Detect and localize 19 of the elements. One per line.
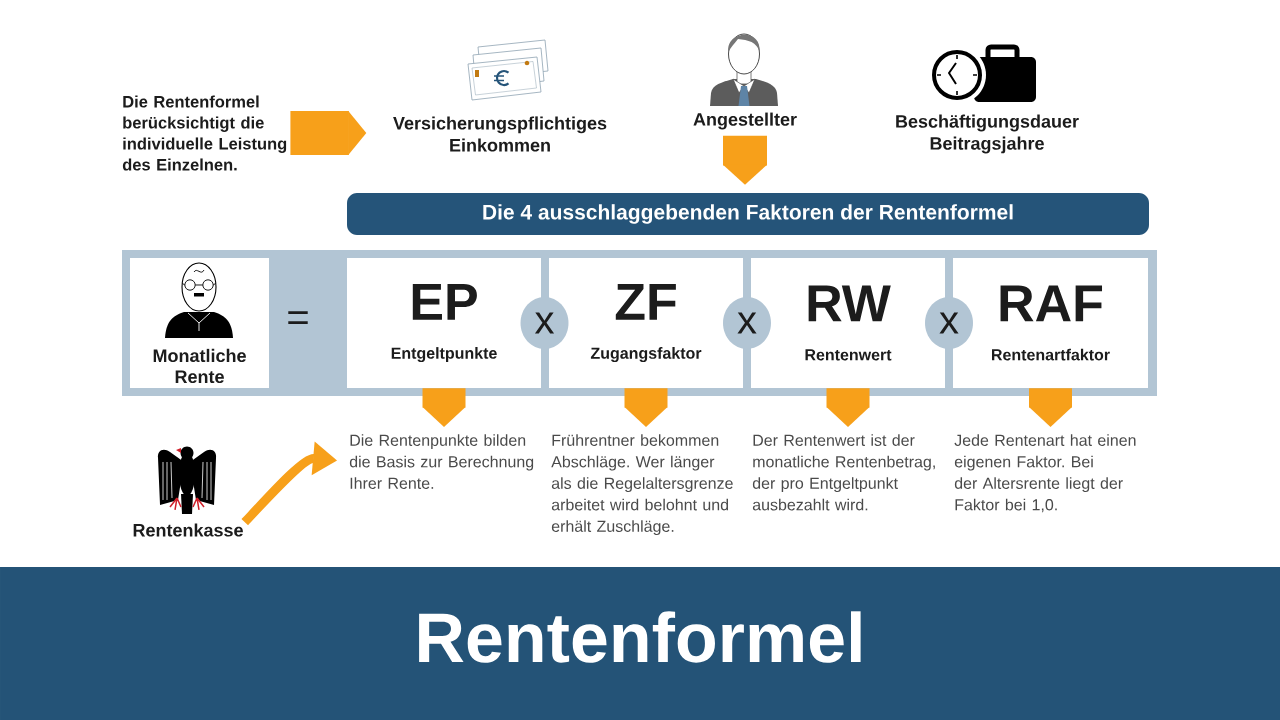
heading-bar: Die 4 ausschlaggebenden Faktoren der Rentenformel — [347, 193, 1149, 235]
icon-caption: Angestellter — [693, 112, 797, 130]
description-text: Jede Rentenart hat einen eigenen Faktor. Bei der Altersrente liegt der Faktor bei 1,0. — [954, 434, 1136, 513]
intro-text: Die Rentenformel berücksichtigt die individuelle Leistung des Einzelnen. — [122, 95, 287, 171]
description-text: Frührentner bekommen Abschläge. Wer länger als die Regelaltersgrenze arbeitet wird belohnt und erhält Zuschläge. — [551, 434, 733, 536]
curved-arrow — [241, 441, 338, 526]
block-arrow — [723, 135, 767, 185]
block-arrow — [1029, 388, 1072, 427]
icon-caption: Rentenkasse — [133, 523, 243, 537]
block-arrow — [826, 388, 870, 427]
description-text: Der Rentenwert ist der monatliche Rentenbetrag, der pro Entgeltpunkt ausbezahlt wird. — [752, 434, 935, 511]
block-arrow — [624, 388, 668, 427]
icon-caption: Versicherungspflichtiges Einkommen — [393, 116, 607, 152]
description-text: Die Rentenpunkte bilden die Basis zur Berechnung Ihrer Rente. — [349, 434, 534, 489]
block-arrow — [422, 388, 466, 427]
block-arrow — [290, 111, 367, 155]
title: Rentenformel — [419, 611, 861, 663]
equals-sign: = — [288, 311, 308, 325]
icon-caption: Beschäftigungsdauer Beitragsjahre — [896, 114, 1079, 154]
